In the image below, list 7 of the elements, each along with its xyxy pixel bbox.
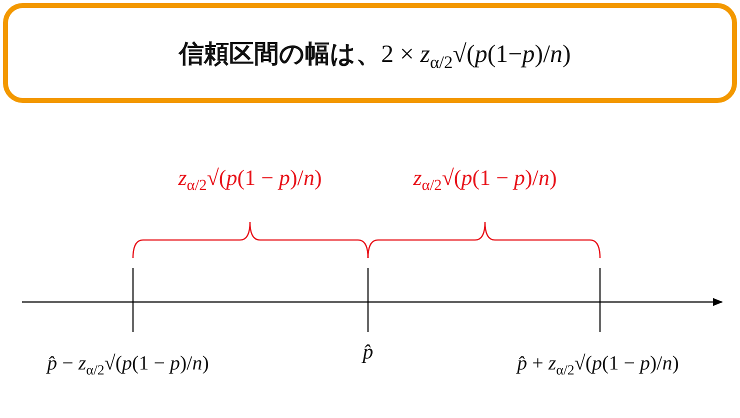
heading-banner xyxy=(3,3,737,103)
axis-tick-label: p̂ xyxy=(362,340,374,364)
formula-label: p̂ + z$_{α/2}$√(p(1 − p)/n) xyxy=(517,352,679,380)
heading-text: 信頼区間の幅は、2 × z$_{α/2}$√(p(1−p)/n) xyxy=(179,38,571,73)
formula-label: z$_{α/2}$√(p(1 − p)/n) xyxy=(178,164,322,196)
formula-label: z$_{α/2}$√(p(1 − p)/n) xyxy=(413,164,557,196)
formula-label: p̂ − z$_{α/2}$√(p(1 − p)/n) xyxy=(47,352,209,380)
